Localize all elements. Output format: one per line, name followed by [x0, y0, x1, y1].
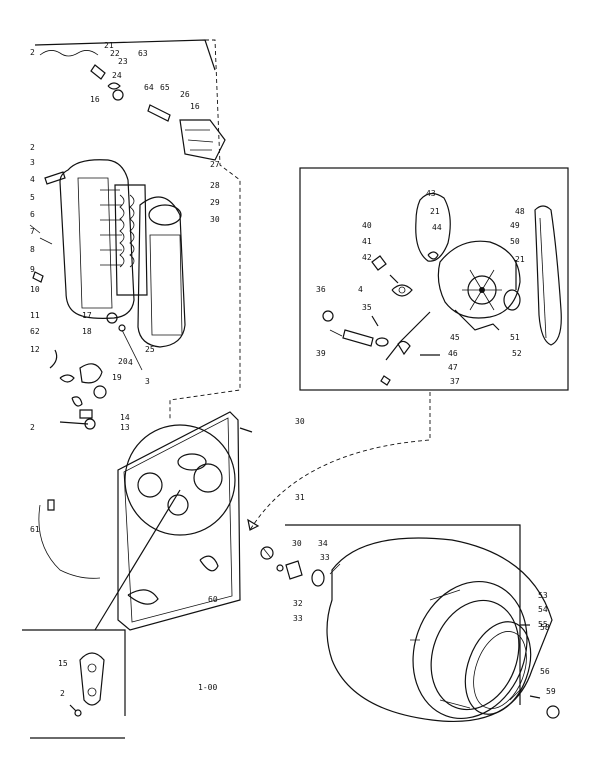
callout-top-4: 63 [138, 49, 148, 58]
callout-inset-1: 21 [430, 207, 440, 216]
callout-cabinet-14: 59 [546, 687, 556, 696]
callout-left-column-8: 10 [30, 285, 40, 294]
callout-left-column-6: 8 [30, 245, 35, 254]
callout-left-column-0: 2 [30, 143, 35, 152]
bracket-inset-group [22, 629, 126, 739]
callout-inset-18: 47 [448, 363, 458, 372]
callout-cabinet-1: 61 [30, 525, 40, 534]
callout-cabinet-0: 30 [295, 417, 305, 426]
callout-inset-8: 50 [510, 237, 520, 246]
drawing-code: 1-00 [198, 683, 217, 692]
callout-left-column-10: 62 [30, 327, 40, 336]
callout-left-column-3: 5 [30, 193, 35, 202]
callout-heater-11: 13 [120, 423, 130, 432]
callout-top-0: 21 [104, 41, 114, 50]
callout-left-column-12: 2 [30, 423, 35, 432]
callout-top-11: 27 [210, 160, 220, 169]
callout-inset-15: 52 [512, 349, 522, 358]
callout-inset-17: 46 [448, 349, 458, 358]
callout-inset-13: 45 [450, 333, 460, 342]
callout-heater-10: 14 [120, 413, 130, 422]
callout-heater-4: 18 [82, 327, 92, 336]
callout-top-1: 2 [30, 48, 35, 57]
callout-inset-19: 37 [450, 377, 460, 386]
callout-inset-0: 43 [426, 189, 436, 198]
callout-cabinet-5: 33 [320, 553, 330, 562]
callout-cabinet-7: 33 [293, 614, 303, 623]
callout-inset-4: 40 [362, 221, 372, 230]
pointer-line-inset-to-drum [249, 392, 431, 531]
callout-cabinet-6: 32 [293, 599, 303, 608]
top-parts-group [34, 39, 241, 420]
callout-cabinet-15: 15 [58, 659, 68, 668]
callout-top-9: 26 [180, 90, 190, 99]
callout-cabinet-13: 56 [540, 667, 550, 676]
callout-left-column-5: 7 [30, 227, 35, 236]
callout-heater-5: 25 [145, 345, 155, 354]
callout-cabinet-8: 60 [208, 595, 218, 604]
callout-inset-14: 51 [510, 333, 520, 342]
pointer-line-lower-left [94, 489, 181, 631]
callout-heater-6: 3 [145, 377, 150, 386]
callout-cabinet-3: 30 [292, 539, 302, 548]
callout-cabinet-12: 58 [540, 623, 550, 632]
callout-cabinet-9: 53 [538, 591, 548, 600]
callout-cabinet-4: 34 [318, 539, 328, 548]
callout-heater-9: 19 [112, 373, 122, 382]
callout-heater-8: 20 [118, 357, 128, 366]
callout-top-7: 65 [160, 83, 170, 92]
callout-top-10: 16 [190, 102, 200, 111]
callout-heater-1: 29 [210, 198, 220, 207]
callout-left-column-11: 12 [30, 345, 40, 354]
callout-cabinet-10: 54 [538, 605, 548, 614]
callout-inset-10: 36 [316, 285, 326, 294]
callout-heater-0: 28 [210, 181, 220, 190]
drive-motor-inset-group [299, 167, 569, 391]
callout-left-column-7: 9 [30, 265, 35, 274]
callout-cabinet-11: 55 [538, 620, 548, 629]
callout-top-5: 24 [112, 71, 122, 80]
callout-left-column-1: 3 [30, 158, 35, 167]
callout-left-column-4: 6 [30, 210, 35, 219]
callout-heater-7: 4 [128, 358, 133, 367]
callout-inset-3: 48 [515, 207, 525, 216]
pointer-arrowhead [247, 518, 260, 531]
callout-top-8: 16 [90, 95, 100, 104]
callout-inset-7: 49 [510, 221, 520, 230]
callout-inset-6: 42 [362, 253, 372, 262]
callout-cabinet-2: 31 [295, 493, 305, 502]
callout-heater-2: 30 [210, 215, 220, 224]
callout-cabinet-16: 2 [60, 689, 65, 698]
callout-heater-3: 17 [82, 311, 92, 320]
callout-inset-2: 44 [432, 223, 442, 232]
callout-top-3: 23 [118, 57, 128, 66]
callout-inset-11: 4 [358, 285, 363, 294]
callout-inset-16: 39 [316, 349, 326, 358]
heater-housing-group [29, 159, 186, 430]
rear-bulkhead-group [38, 411, 253, 631]
callout-inset-9: 21 [515, 255, 525, 264]
callout-inset-5: 41 [362, 237, 372, 246]
callout-left-column-9: 11 [30, 311, 40, 320]
callout-left-column-2: 4 [30, 175, 35, 184]
drum-group [260, 524, 560, 722]
callout-top-6: 64 [144, 83, 154, 92]
callout-top-2: 22 [110, 49, 120, 58]
callout-inset-12: 35 [362, 303, 372, 312]
